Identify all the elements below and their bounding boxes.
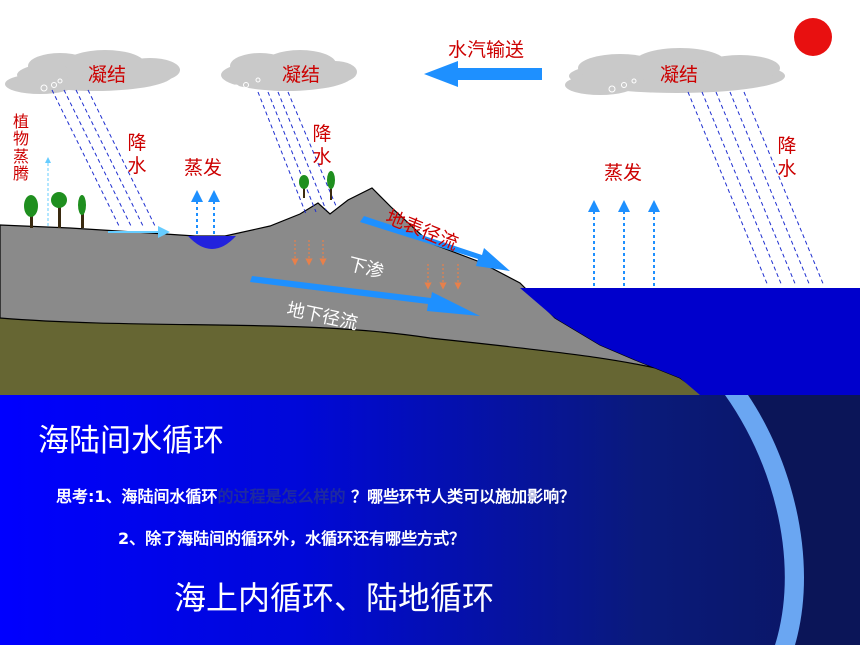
plant-transpiration-label: 植 物 蒸 腾 xyxy=(12,113,30,182)
char: 降 xyxy=(777,135,797,157)
sun-icon xyxy=(794,18,832,56)
char: 水 xyxy=(312,145,332,168)
soil-layer xyxy=(0,318,700,395)
precipitation-lines-mid xyxy=(257,91,337,215)
char: 降 xyxy=(312,123,332,145)
vapor-transport-arrow xyxy=(424,61,542,87)
cloud-icon xyxy=(5,50,180,94)
panel-title: 海陆间水循环 xyxy=(38,423,224,459)
text-panel: 海陆间水循环 思考:1、海陆间水循环的过程是怎么样的 ？哪些环节人类可以施加影响… xyxy=(0,395,860,645)
char: 水 xyxy=(127,154,147,177)
cloud-label-middle: 凝结 xyxy=(282,64,321,86)
cloud-icon xyxy=(221,50,357,91)
evaporation-label-sea: 蒸发 xyxy=(604,162,643,184)
char: 水 xyxy=(777,157,797,180)
precipitation-label-middle: 降 水 xyxy=(311,123,333,169)
cloud-icon xyxy=(565,48,785,95)
cloud-label-right: 凝结 xyxy=(660,64,699,86)
evaporation-arrows-land xyxy=(191,190,220,234)
char: 植 xyxy=(12,112,29,131)
char: 腾 xyxy=(12,163,29,183)
question-1: 思考:1、海陆间水循环的过程是怎么样的 ？哪些环节人类可以施加影响？ xyxy=(56,483,575,507)
char: 物 xyxy=(12,129,29,149)
water-cycle-illustration xyxy=(0,18,860,395)
decorative-curve xyxy=(725,395,860,645)
cloud-label-left: 凝结 xyxy=(88,64,127,86)
water-cycle-diagram: 凝结 凝结 凝结 水汽输送 植 物 蒸 腾 降 水 降 水 降 水 蒸发 蒸发 … xyxy=(0,18,860,395)
precipitation-label-right: 降 水 xyxy=(776,135,798,181)
sea xyxy=(520,288,860,395)
char: 蒸 xyxy=(12,146,29,166)
question-1-suffix: ？哪些环节人类可以施加影响？ xyxy=(345,487,576,506)
precipitation-lines-left xyxy=(51,89,157,229)
tree-icon xyxy=(24,171,335,228)
precipitation-label-left: 降 水 xyxy=(126,132,148,178)
char: 降 xyxy=(127,132,147,154)
question-1-dim: 的过程是怎么样的 xyxy=(217,487,346,506)
question-1-prefix: 思考:1、海陆间水循环 xyxy=(56,487,218,506)
lake xyxy=(188,236,236,249)
surface-runoff-arrow xyxy=(360,216,510,271)
groundwater-runoff-arrow xyxy=(250,276,480,316)
question-2: 2、除了海陆间的循环外，水循环还有哪些方式？ xyxy=(118,529,466,548)
answer-text: 海上内循环、陆地循环 xyxy=(174,579,495,617)
evaporation-label-land: 蒸发 xyxy=(184,157,223,179)
evaporation-arrows-sea xyxy=(588,200,660,286)
vapor-transport-label: 水汽输送 xyxy=(448,39,525,61)
precipitation-lines-right xyxy=(687,91,825,287)
